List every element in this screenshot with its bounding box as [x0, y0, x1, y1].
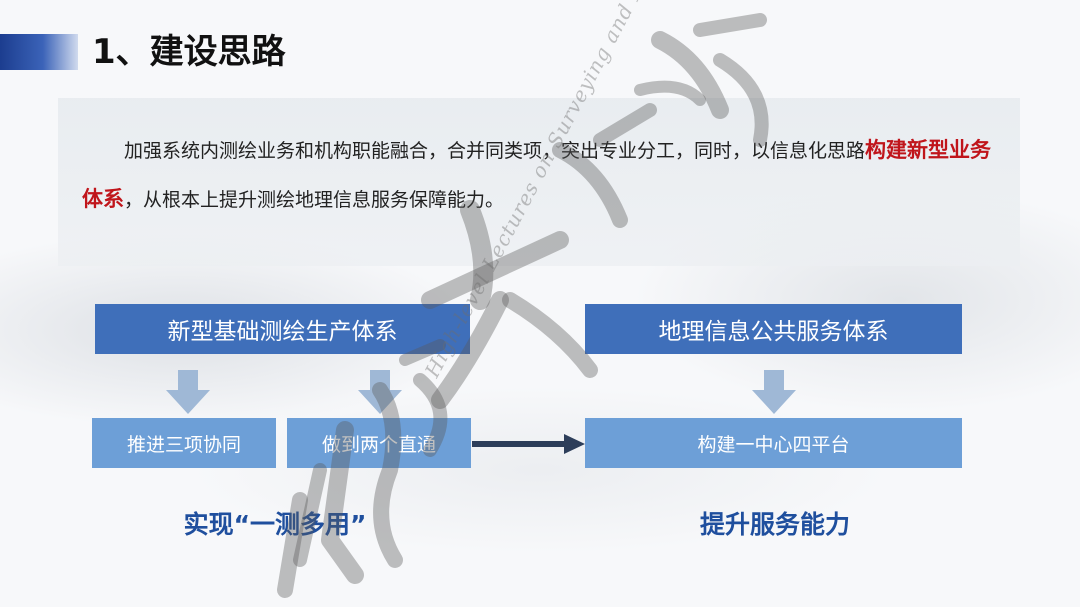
- right-result: 提升服务能力: [699, 510, 850, 539]
- arrow-down-icon: [358, 370, 402, 414]
- paragraph-text-1: 加强系统内测绘业务和机构职能融合，合并同类项，突出专业分工，同时，以信息化思路: [124, 140, 866, 162]
- right-sub-box: 构建一中心四平台: [585, 418, 962, 468]
- left-sub-label-2: 做到两个直通: [321, 433, 436, 456]
- paragraph-text-2: ，从根本上提升测绘地理信息服务保障能力。: [124, 189, 505, 211]
- intro-paragraph: 加强系统内测绘业务和机构职能融合，合并同类项，突出专业分工，同时，以信息化思路构…: [82, 126, 1002, 224]
- left-sub-box-1: 推进三项协同: [92, 418, 276, 468]
- paragraph-highlight: 构建新型业务体系: [82, 138, 992, 211]
- title-accent-bar: [0, 34, 78, 70]
- right-sub-label: 构建一中心四平台: [697, 433, 850, 456]
- arrow-down-icon: [752, 370, 796, 414]
- left-sub-label-1: 推进三项协同: [126, 433, 241, 456]
- arrow-right-icon: [472, 434, 585, 454]
- right-system-box: 地理信息公共服务体系: [585, 304, 962, 354]
- left-system-box: 新型基础测绘生产体系: [95, 304, 470, 354]
- left-result: 实现“一测多用”: [183, 510, 367, 539]
- left-sub-box-2: 做到两个直通: [287, 418, 471, 468]
- arrow-down-icon: [166, 370, 210, 414]
- right-system-label: 地理信息公共服务体系: [658, 319, 889, 345]
- left-system-label: 新型基础测绘生产体系: [167, 319, 398, 345]
- intro-panel: [58, 98, 1020, 266]
- slide-title: 1、建设思路: [92, 32, 286, 72]
